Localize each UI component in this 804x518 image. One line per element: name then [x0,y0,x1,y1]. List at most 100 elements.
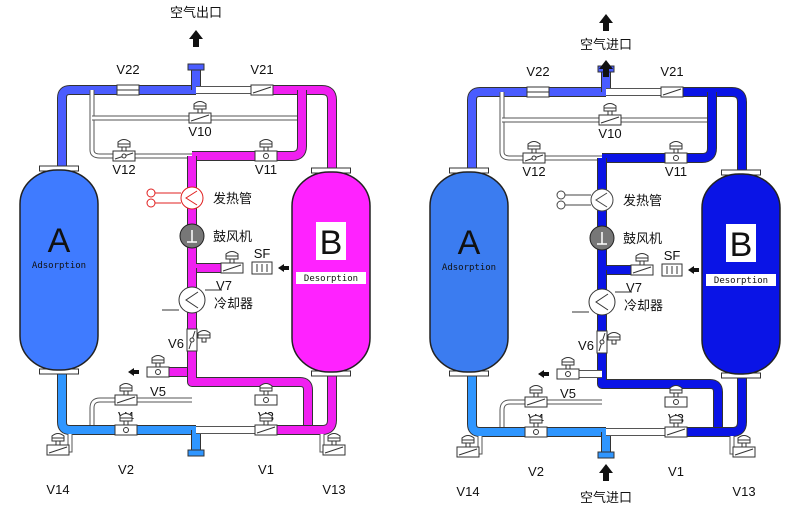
valve-v6-actuator-stem [201,337,207,343]
valve-v5-actuator-stem [155,362,161,368]
valve-v21 [250,84,274,96]
valve-v7-actuator [635,253,649,266]
blower-label: 鼓风机 [623,232,662,247]
valve-v3 [664,396,688,408]
valve-v12-actuator-head [527,141,541,150]
outlet-flange [187,63,205,71]
valve-v7 [630,264,654,276]
valve-v10-actuator-stem [607,110,613,116]
pipe-top-left [58,86,196,170]
valve-v13-label: V13 [322,482,345,497]
valve-v1-slash [256,426,276,434]
tower-a-letter: A [48,222,71,260]
pipe-center-regen [188,268,312,430]
top-arrow-1 [599,14,613,31]
valve-v3-actuator-stem [673,392,679,398]
valve-v5-label: V5 [150,384,166,399]
valve-v13-actuator [327,433,341,446]
valve-v6-actuator-head [197,330,211,339]
blower-symbol [597,232,607,245]
valve-v5-actuator-head [561,357,575,366]
valve-v10-slash [190,114,210,122]
valve-v12-label: V12 [522,164,545,179]
valve-v11-label: V11 [255,162,277,177]
valve-v2-actuator-head [529,415,543,424]
top-arrow-2 [599,60,613,77]
valve-v5-disc [565,371,571,377]
valve-v14 [456,446,480,458]
pipe-bottom-right [672,374,746,436]
valve-v11-disc [673,155,679,161]
valve-v3-actuator [259,383,273,396]
valve-v12-actuator-head [117,139,131,148]
valve-v10-label: V10 [188,124,211,139]
tower-b-letter: B [320,224,343,262]
valve-v10-actuator-head [193,101,207,110]
valve-v3-actuator-head [259,383,273,392]
valve-v6-disc [599,339,605,345]
valve-v10-label: V10 [598,126,621,141]
sf-inlet-arrow [278,264,289,272]
valve-v11 [664,152,688,164]
valve-v2-disc [123,427,129,433]
valve-v6 [186,328,198,352]
valve-v10-actuator [603,103,617,116]
cooler-coil [185,291,199,309]
cooler-coil [595,293,609,311]
blower-label: 鼓风机 [213,230,252,245]
valve-v11-actuator-head [259,139,273,148]
valve-v7 [220,262,244,274]
valve-v1-label: V1 [258,462,274,477]
valve-v12 [522,152,546,164]
valve-v12-label: V12 [112,162,135,177]
pipe-v12-loop-outline [499,92,602,161]
valve-v4-actuator [529,385,543,398]
valve-v14-actuator-stem [465,442,471,448]
valve-v12-disc [531,155,537,161]
valve-v21 [660,86,684,98]
heater-coil [185,190,198,206]
pipe-v11-loop [192,90,306,160]
valve-v21-slash [662,88,682,96]
sf-filter-elements [256,264,268,272]
cooler-label: 冷却器 [624,299,663,314]
valve-v7-actuator-stem [639,260,645,266]
valve-v13 [732,446,756,458]
valve-v14-actuator-head [51,433,65,442]
tower-b-mode-bg [296,272,366,284]
tower-a-vessel [429,171,509,373]
cooler-icon [588,288,616,316]
valve-v5-label: V5 [560,386,576,401]
valve-v11 [254,150,278,162]
pipe-v12-loop [500,92,602,160]
valve-v10 [598,114,622,126]
valve-v1 [664,426,688,438]
tower-b-letter-bg [316,222,346,260]
pipe-bottom-left [468,374,606,436]
valve-v10-slash [600,116,620,124]
valve-v5-disc [155,369,161,375]
inlet-flange [187,449,205,457]
valve-v5-actuator [151,355,165,368]
valve-v14-actuator [51,433,65,446]
valve-v6-actuator-stem [611,339,617,345]
valve-v22-label: V22 [526,64,549,79]
heater-terminal-1 [146,188,156,198]
valve-v4 [524,396,548,408]
valve-v22 [116,84,140,96]
sf-inlet-arrow [688,266,699,274]
sf-label: SF [254,246,271,261]
valve-v11-label: V11 [665,164,687,179]
pipe-v4-loop [500,400,602,432]
pipe-center-regen-outline [187,268,313,430]
valve-v13-slash [734,448,754,456]
valve-v21-label: V21 [250,62,273,77]
valve-v14-actuator-head [461,435,475,444]
valve-v4-slash [526,398,546,406]
pipe-center-upper [188,156,227,272]
valve-v11-actuator-stem [263,146,269,152]
valve-v6-disc [189,337,195,343]
